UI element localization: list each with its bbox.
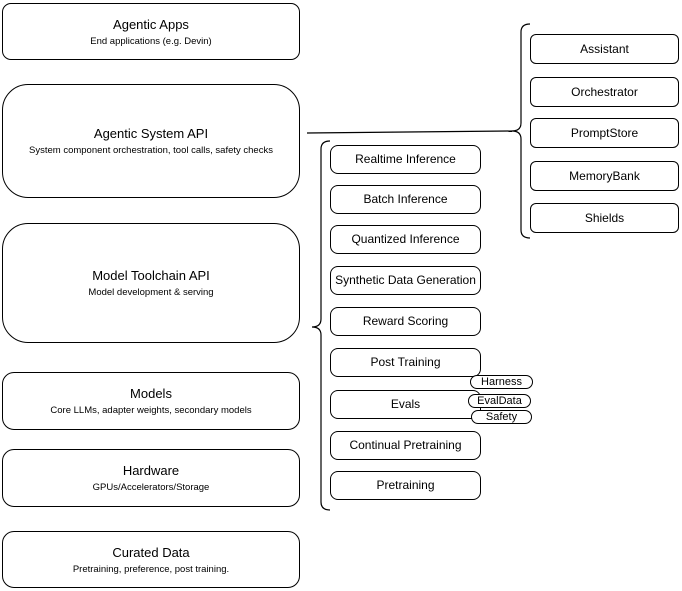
service-post-training: Post Training xyxy=(330,348,481,377)
node-agentic-system-api: Agentic System API System component orch… xyxy=(2,84,300,198)
service-evals: Evals xyxy=(330,390,481,419)
service-label: Continual Pretraining xyxy=(349,438,462,452)
service-label: Reward Scoring xyxy=(362,314,449,328)
component-label: Shields xyxy=(584,210,625,225)
node-models: Models Core LLMs, adapter weights, secon… xyxy=(2,372,300,430)
component-label: Assistant xyxy=(580,41,629,56)
service-pretraining: Pretraining xyxy=(330,471,481,500)
service-label: Pretraining xyxy=(376,478,435,492)
node-title: Models xyxy=(130,386,172,401)
component-label: MemoryBank xyxy=(569,168,640,183)
tag-label: Safety xyxy=(485,411,518,423)
component-label: Orchestrator xyxy=(571,84,638,99)
node-subtitle: Model development & serving xyxy=(88,287,214,298)
service-label: Quantized Inference xyxy=(351,232,460,246)
service-label: Synthetic Data Generation xyxy=(335,273,476,287)
system-api-to-components-line xyxy=(306,130,513,134)
node-title: Agentic System API xyxy=(93,126,209,141)
service-label: Post Training xyxy=(370,355,441,369)
components-brace-icon xyxy=(511,23,531,239)
component-promptstore: PromptStore xyxy=(530,118,679,148)
node-subtitle: GPUs/Accelerators/Storage xyxy=(92,482,210,493)
service-batch-inference: Batch Inference xyxy=(330,185,481,214)
service-synthetic-data-generation: Synthetic Data Generation xyxy=(330,266,481,295)
node-title: Model Toolchain API xyxy=(92,268,210,283)
tag-label: Harness xyxy=(481,376,522,388)
component-shields: Shields xyxy=(530,203,679,233)
component-orchestrator: Orchestrator xyxy=(530,77,679,107)
node-title: Curated Data xyxy=(112,544,190,560)
node-title: Agentic Apps xyxy=(113,16,189,32)
node-curated-data: Curated Data Pretraining, preference, po… xyxy=(2,531,300,588)
node-agentic-apps: Agentic Apps End applications (e.g. Devi… xyxy=(2,3,300,60)
service-realtime-inference: Realtime Inference xyxy=(330,145,481,174)
node-hardware: Hardware GPUs/Accelerators/Storage xyxy=(2,449,300,507)
node-subtitle: Core LLMs, adapter weights, secondary mo… xyxy=(50,405,252,416)
node-subtitle: End applications (e.g. Devin) xyxy=(90,35,212,47)
service-continual-pretraining: Continual Pretraining xyxy=(330,431,481,460)
component-memorybank: MemoryBank xyxy=(530,161,679,191)
toolchain-brace-icon xyxy=(311,140,331,511)
node-model-toolchain-api: Model Toolchain API Model development & … xyxy=(2,223,300,343)
component-label: PromptStore xyxy=(570,125,639,140)
component-assistant: Assistant xyxy=(530,34,679,64)
tag-harness: Harness xyxy=(470,375,533,389)
service-reward-scoring: Reward Scoring xyxy=(330,307,481,336)
node-subtitle: Pretraining, preference, post training. xyxy=(72,563,230,575)
tag-evaldata: EvalData xyxy=(468,394,531,408)
node-title: Hardware xyxy=(122,463,180,478)
service-label: Realtime Inference xyxy=(355,152,456,166)
service-label: Evals xyxy=(390,397,421,411)
tag-label: EvalData xyxy=(477,395,522,407)
service-quantized-inference: Quantized Inference xyxy=(330,225,481,254)
node-subtitle: System component orchestration, tool cal… xyxy=(29,145,273,156)
tag-safety: Safety xyxy=(471,410,532,424)
service-label: Batch Inference xyxy=(363,192,448,206)
